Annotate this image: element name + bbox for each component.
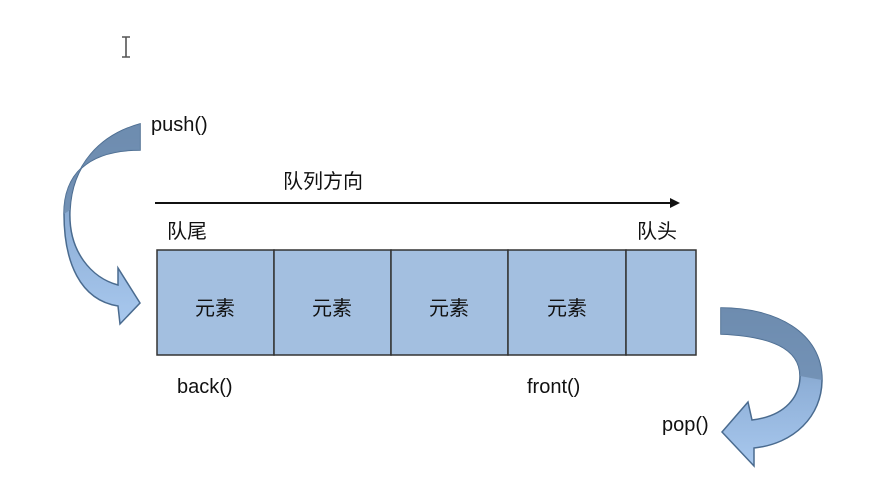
back-label: back() bbox=[177, 376, 233, 398]
queue-cell bbox=[273, 249, 392, 356]
queue-cell bbox=[625, 249, 697, 356]
direction-label: 队列方向 bbox=[283, 171, 363, 193]
pop-arrow-icon bbox=[720, 307, 823, 468]
tail-label: 队尾 bbox=[167, 221, 207, 243]
front-label: front() bbox=[527, 376, 581, 398]
cell-label: 元素 bbox=[547, 296, 587, 320]
pop-label: pop() bbox=[662, 414, 709, 436]
right-arrow-icon bbox=[155, 198, 680, 208]
push-label: push() bbox=[151, 114, 208, 136]
queue-cell bbox=[390, 249, 509, 356]
text-cursor-icon bbox=[122, 36, 130, 58]
push-arrow-icon bbox=[63, 123, 141, 326]
queue-cell bbox=[507, 249, 627, 356]
cell-label: 元素 bbox=[312, 296, 352, 320]
queue-cells: 元素 元素 元素 元素 bbox=[156, 249, 697, 356]
queue-cell bbox=[156, 249, 275, 356]
cell-label: 元素 bbox=[195, 296, 235, 320]
cell-label: 元素 bbox=[429, 296, 469, 320]
head-label: 队头 bbox=[637, 221, 677, 243]
